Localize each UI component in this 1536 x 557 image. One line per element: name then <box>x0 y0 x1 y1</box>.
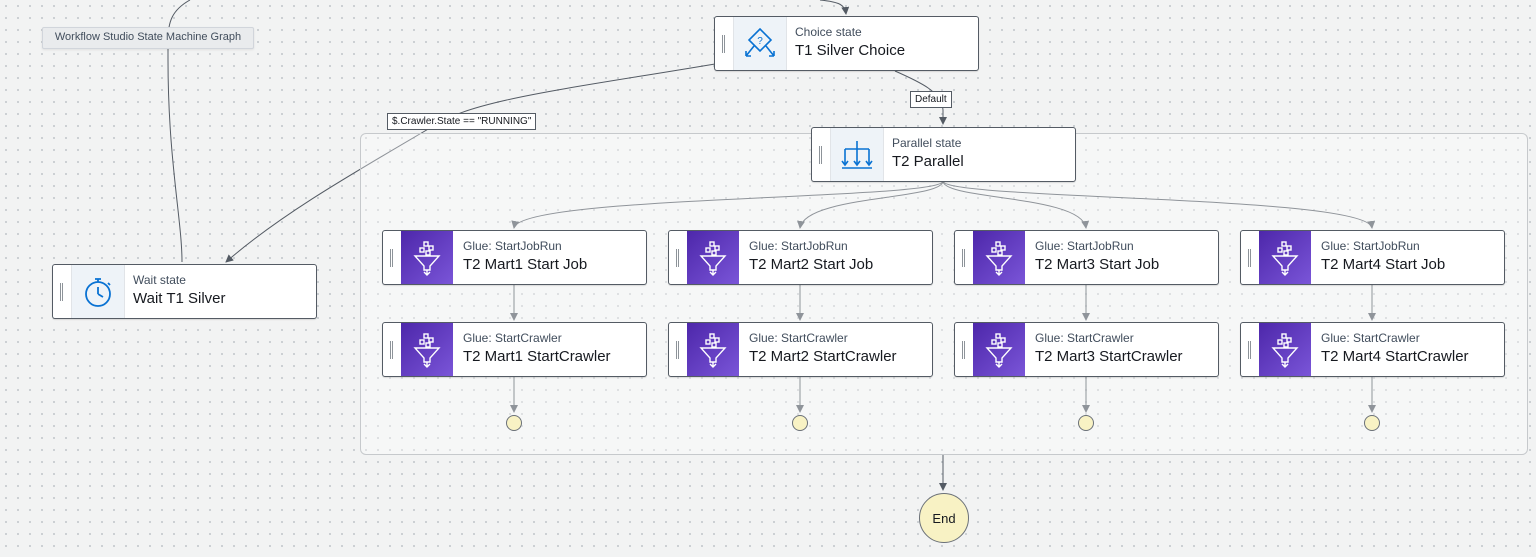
drag-handle[interactable] <box>669 231 685 284</box>
svg-text:?: ? <box>757 36 763 47</box>
parallel-state-node[interactable]: Parallel state T2 Parallel <box>811 127 1076 182</box>
edge-upper-left <box>167 0 191 263</box>
glue-funnel-icon <box>401 323 453 376</box>
node-type: Choice state <box>795 25 862 39</box>
glue-startcrawler-node-mart4[interactable]: Glue: StartCrawler T2 Mart4 StartCrawler <box>1240 322 1505 377</box>
node-name: T2 Mart2 StartCrawler <box>749 348 897 365</box>
drag-handle[interactable] <box>1241 323 1257 376</box>
drag-handle[interactable] <box>53 265 69 318</box>
parallel-branch-icon <box>830 128 884 181</box>
node-type: Parallel state <box>892 136 962 150</box>
branch-end-circle <box>792 415 808 431</box>
edge-label-default: Default <box>910 91 952 108</box>
glue-startcrawler-node-mart1[interactable]: Glue: StartCrawler T2 Mart1 StartCrawler <box>382 322 647 377</box>
node-name: T2 Mart1 Start Job <box>463 256 588 273</box>
node-type: Glue: StartJobRun <box>749 239 848 253</box>
node-name: T2 Mart3 StartCrawler <box>1035 348 1183 365</box>
node-name: T2 Parallel <box>892 153 964 170</box>
glue-funnel-icon <box>401 231 453 284</box>
choice-state-node[interactable]: ? Choice state T1 Silver Choice <box>714 16 979 71</box>
node-name: T2 Mart4 StartCrawler <box>1321 348 1469 365</box>
end-node[interactable]: End <box>919 493 969 543</box>
glue-startjobrun-node-mart2[interactable]: Glue: StartJobRun T2 Mart2 Start Job <box>668 230 933 285</box>
node-name: T1 Silver Choice <box>795 42 906 59</box>
drag-handle[interactable] <box>383 231 399 284</box>
node-name: T2 Mart2 Start Job <box>749 256 874 273</box>
drag-handle[interactable] <box>955 231 971 284</box>
node-name: T2 Mart1 StartCrawler <box>463 348 611 365</box>
edge-parallel-to-mart4 <box>942 180 1376 229</box>
branch-end-circle <box>1078 415 1094 431</box>
glue-startjobrun-node-mart3[interactable]: Glue: StartJobRun T2 Mart3 Start Job <box>954 230 1219 285</box>
glue-funnel-icon <box>1259 323 1311 376</box>
parallel-group-container <box>360 133 1528 455</box>
edge-into-choice <box>819 0 850 15</box>
node-name: T2 Mart3 Start Job <box>1035 256 1160 273</box>
edge-parallel-to-mart2 <box>797 180 944 229</box>
glue-startcrawler-node-mart3[interactable]: Glue: StartCrawler T2 Mart3 StartCrawler <box>954 322 1219 377</box>
edge-parallel-to-mart1 <box>511 180 944 229</box>
glue-startjobrun-node-mart4[interactable]: Glue: StartJobRun T2 Mart4 Start Job <box>1240 230 1505 285</box>
node-name: Wait T1 Silver <box>133 290 226 307</box>
node-type: Glue: StartCrawler <box>1321 331 1420 345</box>
node-name: T2 Mart4 Start Job <box>1321 256 1446 273</box>
drag-handle[interactable] <box>1241 231 1257 284</box>
drag-handle[interactable] <box>715 17 731 70</box>
drag-handle[interactable] <box>955 323 971 376</box>
glue-startjobrun-node-mart1[interactable]: Glue: StartJobRun T2 Mart1 Start Job <box>382 230 647 285</box>
glue-funnel-icon <box>1259 231 1311 284</box>
node-type: Glue: StartJobRun <box>463 239 562 253</box>
drag-handle[interactable] <box>812 128 828 181</box>
glue-funnel-icon <box>973 231 1025 284</box>
drag-handle[interactable] <box>669 323 685 376</box>
graph-caption: Workflow Studio State Machine Graph <box>42 27 254 49</box>
node-type: Glue: StartCrawler <box>749 331 848 345</box>
node-type: Glue: StartJobRun <box>1321 239 1420 253</box>
end-label: End <box>932 510 956 526</box>
node-type: Glue: StartCrawler <box>463 331 562 345</box>
node-type: Glue: StartJobRun <box>1035 239 1134 253</box>
branch-end-circle <box>1364 415 1380 431</box>
glue-funnel-icon <box>973 323 1025 376</box>
edge-label-running: $.Crawler.State == "RUNNING" <box>387 113 537 130</box>
wait-state-node[interactable]: Wait state Wait T1 Silver <box>52 264 317 319</box>
stopwatch-icon <box>71 265 125 318</box>
node-type: Glue: StartCrawler <box>1035 331 1134 345</box>
glue-funnel-icon <box>687 323 739 376</box>
edge-parallel-to-mart3 <box>942 180 1090 229</box>
node-type: Wait state <box>133 273 186 287</box>
edge-choice-to-parallel <box>894 70 947 125</box>
choice-diamond-icon: ? <box>733 17 787 70</box>
branch-end-circle <box>506 415 522 431</box>
glue-funnel-icon <box>687 231 739 284</box>
glue-startcrawler-node-mart2[interactable]: Glue: StartCrawler T2 Mart2 StartCrawler <box>668 322 933 377</box>
drag-handle[interactable] <box>383 323 399 376</box>
